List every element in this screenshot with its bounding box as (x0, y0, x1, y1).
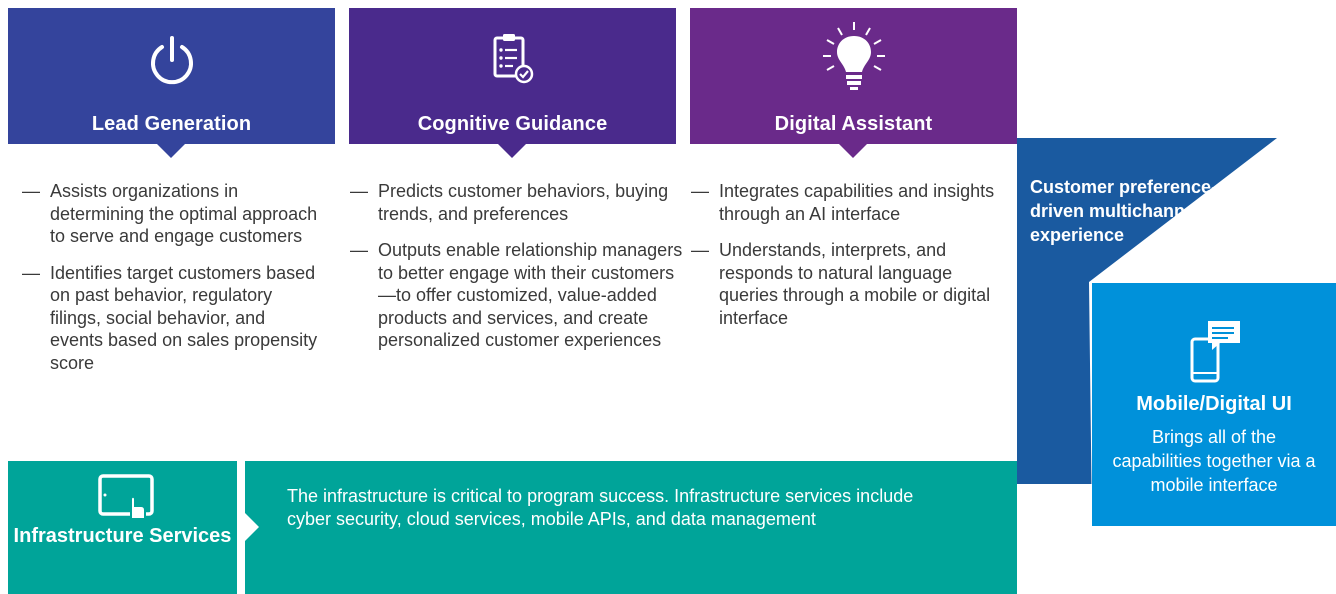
bullet-dash: — (22, 181, 40, 201)
power-icon (150, 36, 193, 85)
list-item: —Integrates capabilities and insights th… (691, 181, 995, 224)
list-item: —Understands, interprets, and responds t… (691, 240, 991, 328)
lead-generation-title: Lead Generation (91, 113, 252, 135)
bullet-dash: — (691, 181, 709, 201)
infrastructure-description: The infrastructure is critical to progra… (287, 486, 914, 529)
digital-assistant-pointer (839, 144, 867, 158)
lead-generation-pointer (157, 144, 185, 158)
lead-generation-header: Lead Generation (8, 8, 335, 144)
list-item: —Predicts customer behaviors, buying tre… (350, 181, 669, 224)
infrastructure-services-box: Infrastructure Services (8, 461, 237, 594)
mobile-digital-ui-box: Mobile/Digital UI Brings all of the capa… (1092, 283, 1336, 526)
cognitive-guidance-bullets: —Predicts customer behaviors, buying tre… (350, 180, 685, 366)
infrastructure-description-box: The infrastructure is critical to progra… (245, 461, 1017, 594)
list-item: —Identifies target customers based on pa… (22, 262, 318, 373)
customer-preference-shape (1017, 138, 1277, 484)
lead-generation-bullets: —Assists organizations in determining th… (22, 180, 322, 388)
infrastructure-pointer (245, 513, 259, 541)
list-item: —Assists organizations in determining th… (22, 181, 318, 246)
bullet-dash: — (350, 240, 368, 260)
bullet-dash: — (350, 181, 368, 201)
cognitive-guidance-header: Cognitive Guidance (349, 8, 676, 144)
mobile-digital-ui-title: Mobile/Digital UI (1136, 393, 1292, 415)
bullet-dash: — (22, 262, 40, 283)
digital-assistant-title: Digital Assistant (774, 113, 933, 135)
tablet-touch-icon (98, 474, 154, 520)
lightbulb-icon (822, 22, 885, 90)
customer-preference-label: Customer preference-driven multichannel … (1030, 177, 1218, 245)
bullet-dash: — (691, 240, 709, 260)
mobile-digital-ui-description: Brings all of the capabilities together … (1112, 427, 1316, 495)
clipboard-check-icon (493, 34, 533, 84)
list-item: —Outputs enable relationship managers to… (350, 240, 683, 350)
infrastructure-services-label: Infrastructure Services (13, 525, 232, 547)
digital-assistant-header: Digital Assistant (690, 8, 1017, 144)
cognitive-guidance-title: Cognitive Guidance (417, 113, 608, 135)
mobile-chat-icon (1190, 321, 1240, 383)
cognitive-guidance-pointer (498, 144, 526, 158)
digital-assistant-bullets: —Integrates capabilities and insights th… (691, 180, 1001, 343)
